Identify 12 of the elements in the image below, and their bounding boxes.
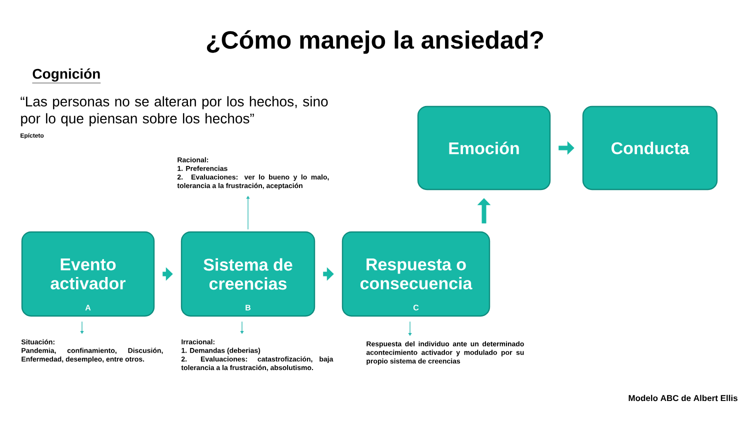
caption-note: Modelo ABC de Albert Ellis [628, 394, 738, 402]
arrow [240, 321, 244, 334]
process-box: Sistema de creencias B [180, 231, 316, 317]
process-box: Respuesta o consecuencia C [342, 231, 490, 317]
title: ¿Cómo manejo la ansiedad? [206, 30, 544, 54]
arrow [408, 321, 412, 336]
section-heading: Cognición [32, 68, 101, 84]
process-box: Evento activador A [21, 231, 155, 317]
process-box: Emoción [417, 106, 551, 190]
process-box: Conducta [582, 106, 718, 190]
arrow [80, 321, 84, 334]
quote: “Las personas no se alteran por los hechos, sino por lo que piensan sobre los hechos” [20, 96, 328, 126]
